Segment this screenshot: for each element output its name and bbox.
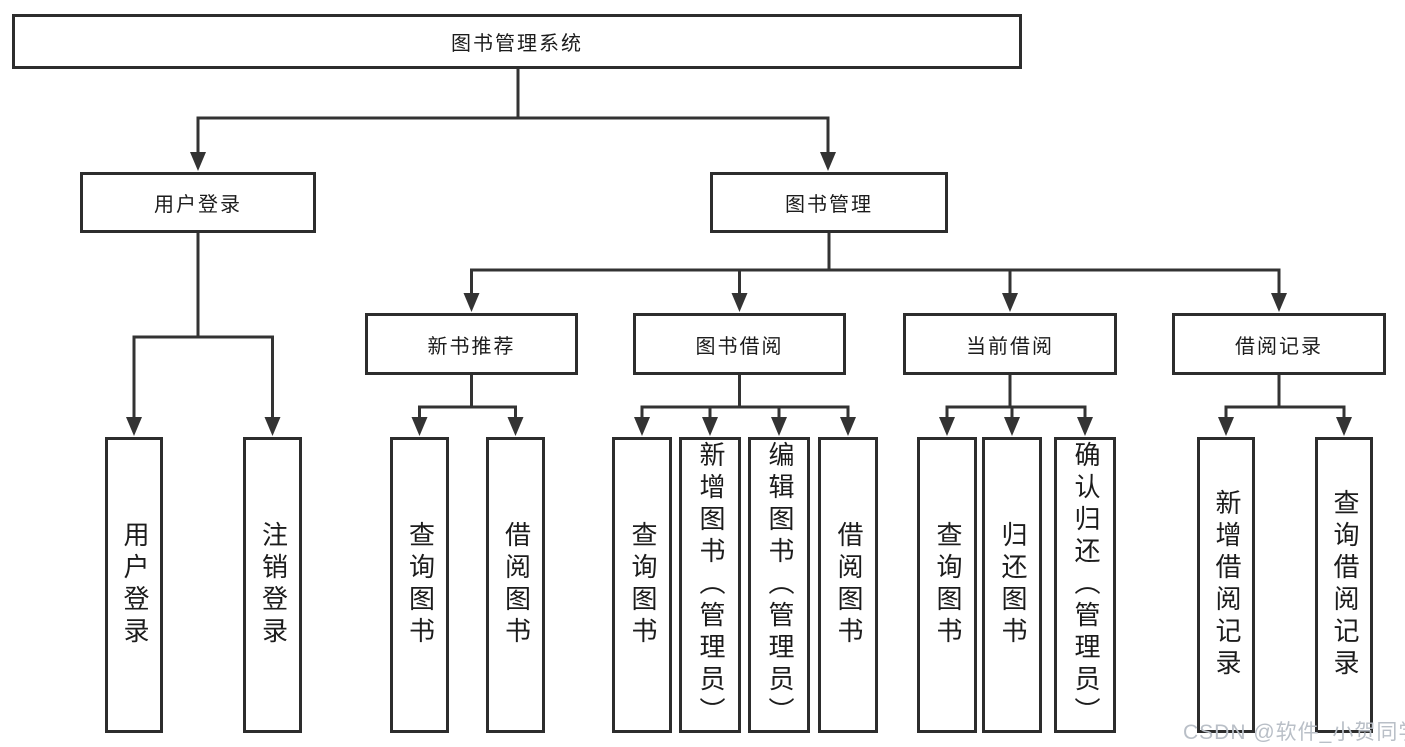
arrow-down-icon bbox=[1218, 417, 1234, 436]
arrow-down-icon bbox=[126, 417, 142, 436]
arrow-down-icon bbox=[1002, 293, 1018, 312]
arrow-down-icon bbox=[702, 417, 718, 436]
node-new-book-recommend-label: 新书推荐 bbox=[427, 335, 516, 358]
leaf-query-book-3: 查询图书 bbox=[917, 437, 977, 733]
arrow-down-icon bbox=[1271, 293, 1287, 312]
csdn-watermark: CSDN @软件_小贺同学 bbox=[1183, 721, 1405, 744]
leaf-query-book-3-label: 查询图书 bbox=[932, 521, 963, 649]
leaf-user-login: 用户登录 bbox=[105, 437, 163, 733]
leaf-logout: 注销登录 bbox=[243, 437, 302, 733]
leaf-query-book-2: 查询图书 bbox=[612, 437, 672, 733]
node-user-login-label: 用户登录 bbox=[154, 194, 242, 216]
leaf-borrow-book-2-label: 借阅图书 bbox=[833, 521, 864, 649]
arrow-down-icon bbox=[731, 293, 748, 312]
leaf-edit-book-admin: 编辑图书（管理员） bbox=[748, 437, 810, 733]
arrow-down-icon bbox=[1336, 417, 1352, 436]
node-book-borrow: 图书借阅 bbox=[633, 313, 846, 375]
arrow-down-icon bbox=[1004, 417, 1020, 436]
arrow-down-icon bbox=[634, 417, 650, 436]
leaf-return-book: 归还图书 bbox=[982, 437, 1042, 733]
leaf-return-book-label: 归还图书 bbox=[997, 521, 1028, 649]
node-borrow-record-label: 借阅记录 bbox=[1235, 335, 1323, 358]
leaf-borrow-book-2: 借阅图书 bbox=[818, 437, 878, 733]
arrow-down-icon bbox=[820, 152, 836, 171]
leaf-add-book-admin: 新增图书（管理员） bbox=[679, 437, 741, 733]
leaf-query-book-2-label: 查询图书 bbox=[627, 521, 658, 649]
leaf-query-book-1-label: 查询图书 bbox=[405, 521, 436, 649]
connector-paths bbox=[132, 69, 1346, 423]
node-current-borrow: 当前借阅 bbox=[903, 313, 1117, 375]
leaf-query-book-1: 查询图书 bbox=[390, 437, 449, 733]
leaf-user-login-label: 用户登录 bbox=[119, 521, 150, 649]
node-book-management-label: 图书管理 bbox=[785, 194, 873, 216]
arrowhead-icons bbox=[126, 152, 1352, 436]
arrow-down-icon bbox=[507, 417, 524, 436]
leaf-edit-book-admin-label: 编辑图书（管理员） bbox=[764, 441, 795, 729]
leaf-confirm-return-admin: 确认归还（管理员） bbox=[1054, 437, 1116, 733]
arrow-down-icon bbox=[840, 417, 856, 436]
arrow-down-icon bbox=[939, 417, 955, 436]
leaf-borrow-book-1-label: 借阅图书 bbox=[501, 521, 532, 649]
arrow-down-icon bbox=[411, 417, 428, 436]
arrow-down-icon bbox=[264, 417, 281, 436]
node-root: 图书管理系统 bbox=[12, 14, 1022, 69]
node-root-label: 图书管理系统 bbox=[451, 33, 583, 55]
node-borrow-record: 借阅记录 bbox=[1172, 313, 1386, 375]
node-user-login: 用户登录 bbox=[80, 172, 316, 233]
leaf-borrow-book-1: 借阅图书 bbox=[486, 437, 545, 733]
leaf-query-borrow-record-label: 查询借阅记录 bbox=[1329, 489, 1360, 681]
leaf-confirm-return-admin-label: 确认归还（管理员） bbox=[1070, 441, 1101, 729]
node-book-management: 图书管理 bbox=[710, 172, 948, 233]
leaf-add-book-admin-label: 新增图书（管理员） bbox=[695, 441, 726, 729]
node-book-borrow-label: 图书借阅 bbox=[695, 335, 784, 358]
node-new-book-recommend: 新书推荐 bbox=[365, 313, 578, 375]
leaf-logout-label: 注销登录 bbox=[258, 521, 289, 649]
leaf-add-borrow-record: 新增借阅记录 bbox=[1197, 437, 1255, 733]
leaf-query-borrow-record: 查询借阅记录 bbox=[1315, 437, 1373, 733]
arrow-down-icon bbox=[1077, 417, 1093, 436]
leaf-add-borrow-record-label: 新增借阅记录 bbox=[1211, 489, 1242, 681]
arrow-down-icon bbox=[190, 152, 206, 171]
arrow-down-icon bbox=[463, 293, 480, 312]
node-current-borrow-label: 当前借阅 bbox=[966, 335, 1054, 358]
arrow-down-icon bbox=[771, 417, 787, 436]
